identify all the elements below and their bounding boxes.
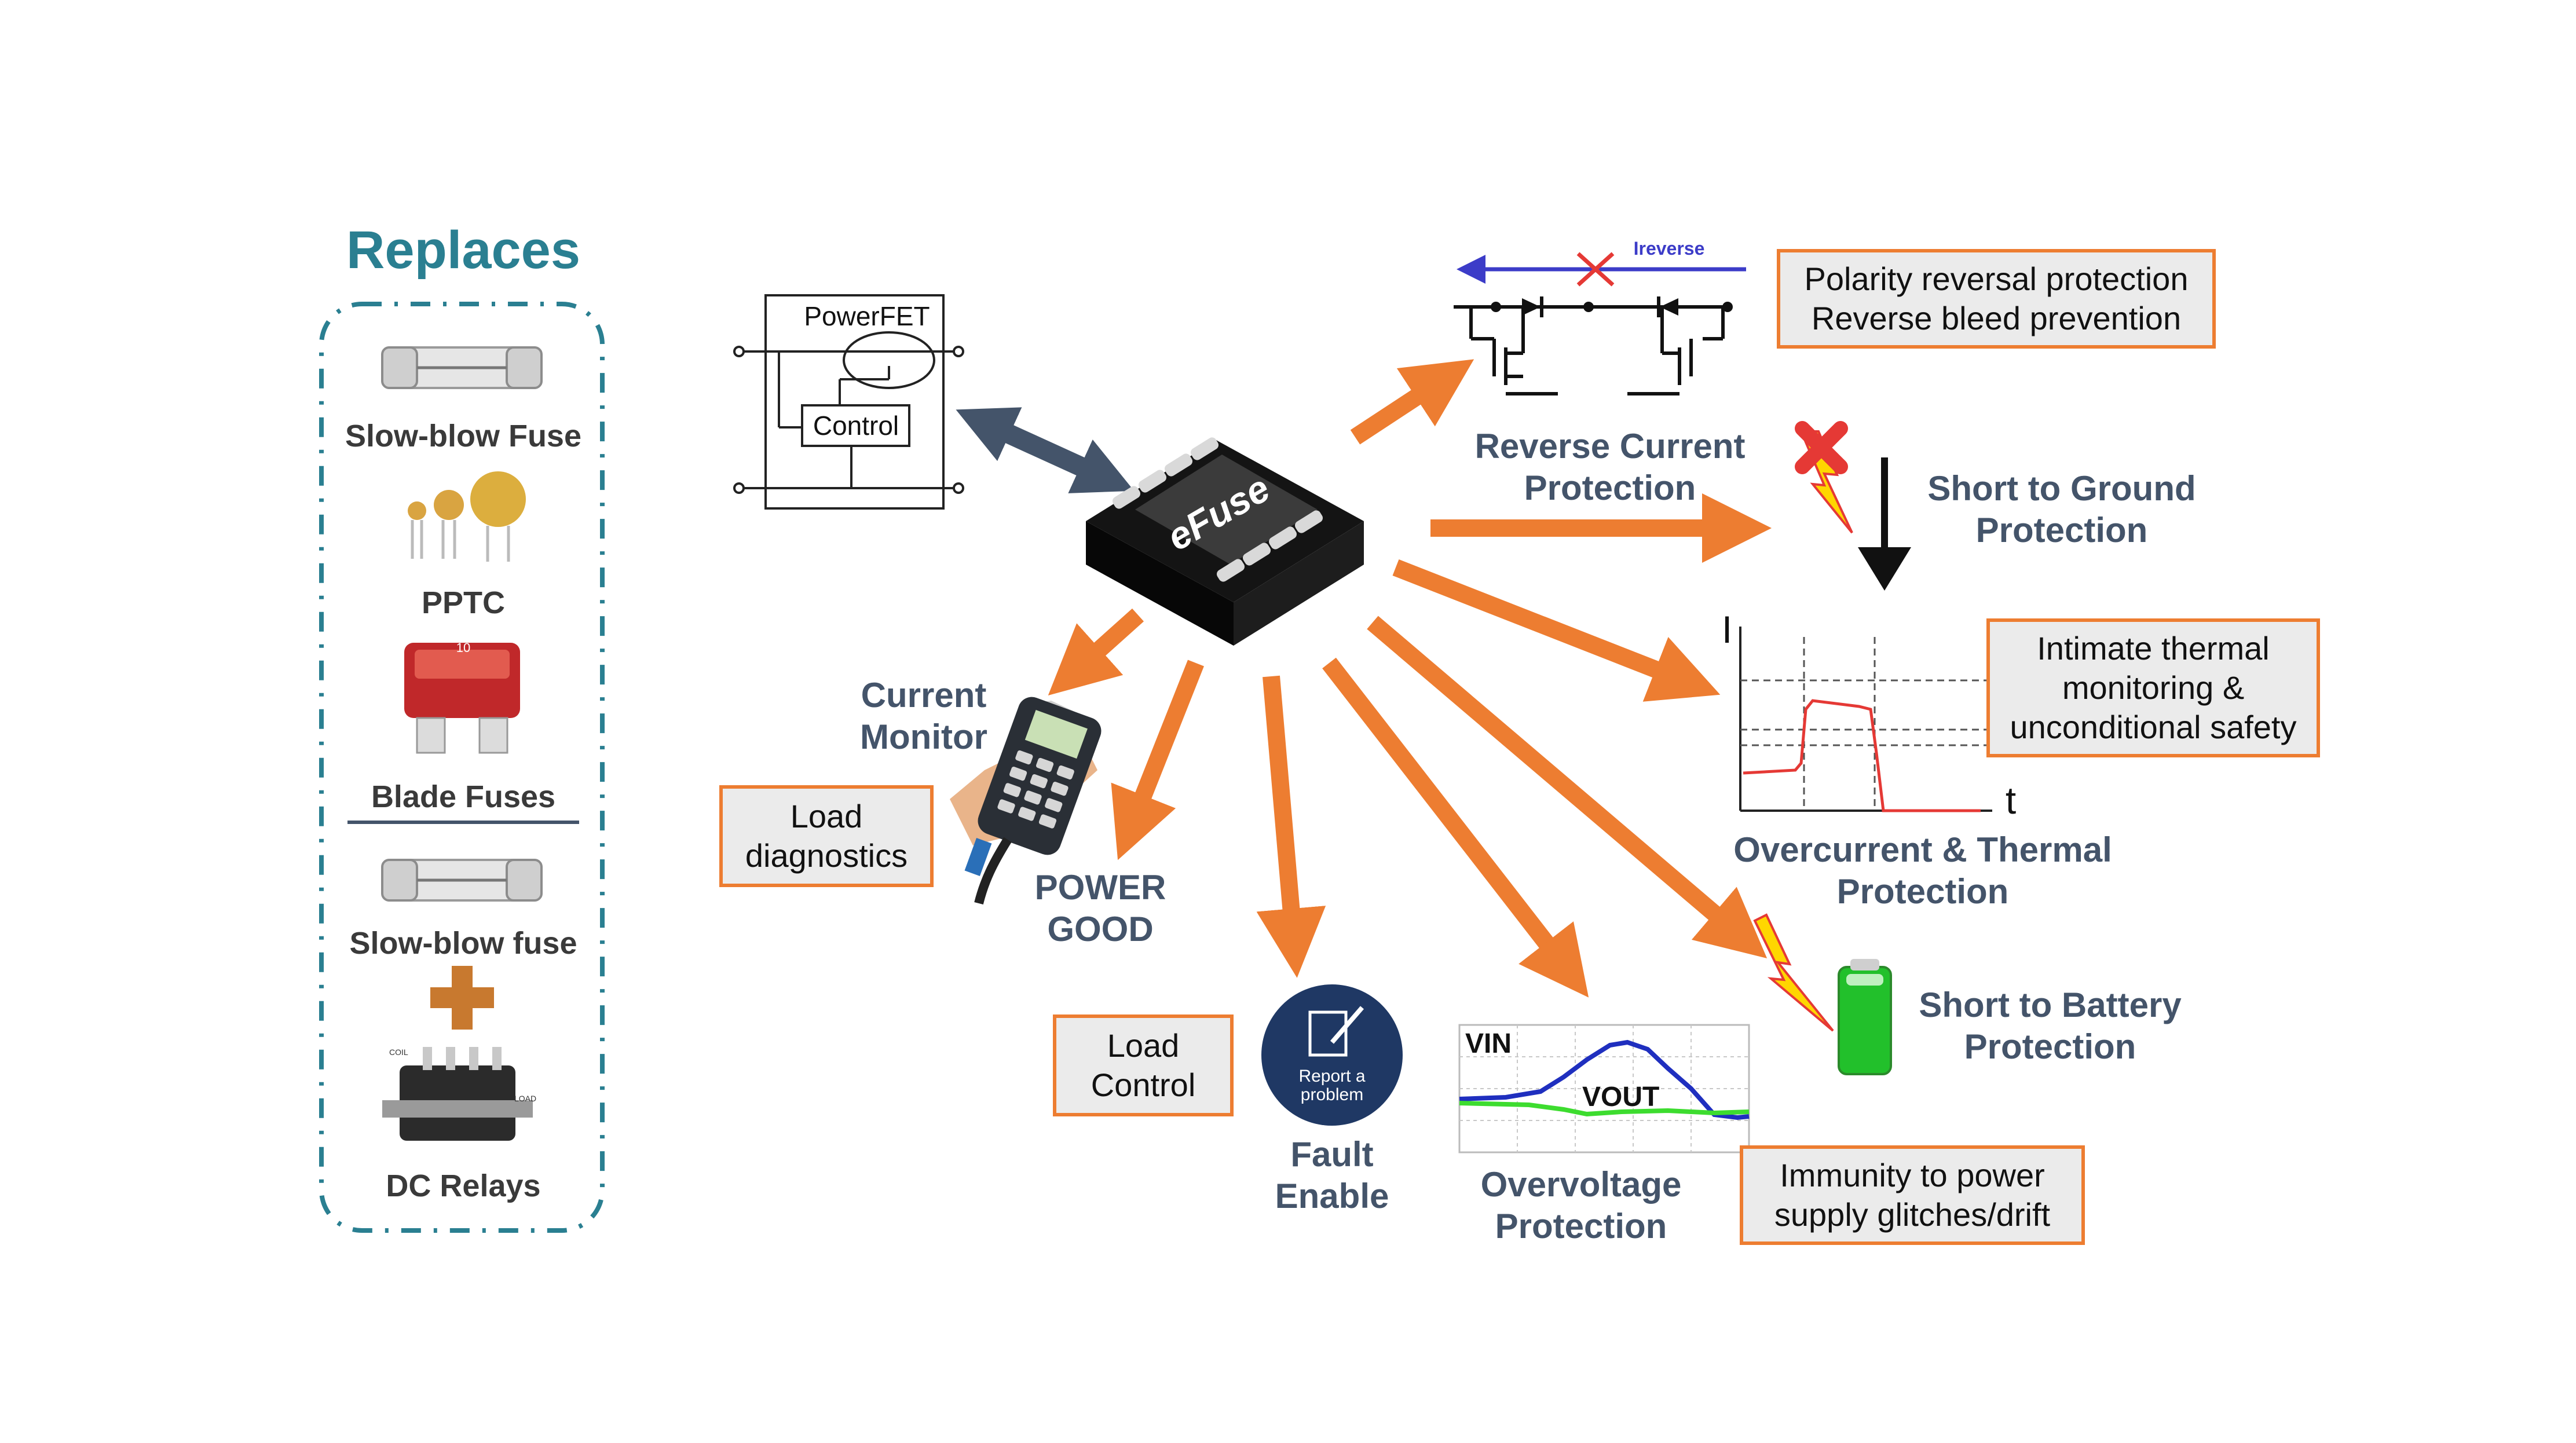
load-diagnostics-box: Load diagnostics [719,785,934,887]
replaces-item-slow-blow-fuse-2: Slow-blow fuse [349,926,577,961]
short-to-battery-line2: Protection [1964,1027,2136,1066]
fault-enable-line1: Fault [1290,1135,1374,1174]
blade-fuse-icon [404,643,520,754]
polarity-box-line1: Polarity reversal protection [1804,261,2189,297]
arrow-to-power-good [1111,660,1204,860]
load-diagnostics-line2: diagnostics [745,837,908,874]
badge-text-line1: Report a [1298,1067,1365,1086]
overcurrent-title-line1: Overcurrent & Thermal [1733,830,2112,869]
ireverse-label: Ireverse [1634,238,1705,259]
arrow-to-current-monitor [1048,608,1144,696]
badge-text-line2: problem [1301,1085,1363,1104]
power-good-line1: POWER [1034,868,1166,907]
short-to-battery-line1: Short to Battery [1919,986,2182,1024]
time-axis-label: t [2006,779,2016,822]
dc-relay-icon [382,1047,533,1141]
handheld-meter-icon [950,697,1102,904]
slow-blow-fuse-icon [381,346,543,389]
short-to-battery-title: Short to Battery Protection [1905,984,2195,1068]
load-control-line2: Control [1091,1067,1196,1103]
plus-icon [430,966,494,1030]
short-to-battery-icon [1753,913,1892,1075]
arrow-to-reverse [1350,359,1474,445]
overvoltage-title-line1: Overvoltage [1480,1165,1682,1204]
reverse-current-title-line2: Protection [1524,468,1696,507]
relay-coil-label: COIL [389,1048,408,1057]
bidirectional-arrow [956,407,1135,493]
pptc-icon [408,471,526,562]
replaces-item-pptc: PPTC [421,585,506,620]
thermal-box-line1: Intimate thermal [2037,630,2270,666]
reverse-current-schematic [1454,252,1746,395]
short-to-ground-title: Short to Ground Protection [1917,468,2207,551]
load-control-box: Load Control [1053,1015,1234,1116]
overvoltage-waveform [1458,1024,1750,1153]
immunity-box-line1: Immunity to power [1780,1157,2045,1193]
replaces-item-dc-relays: DC Relays [386,1169,541,1203]
report-problem-badge [1261,984,1403,1126]
replaces-panel [319,302,605,1233]
arrow-to-short-battery [1367,616,1768,959]
overcurrent-chart [1739,627,1992,812]
current-monitor-line1: Current [861,676,987,715]
immunity-box: Immunity to power supply glitches/drift [1740,1145,2085,1245]
replaces-item-slow-blow-fuse: Slow-blow Fuse [345,419,581,453]
overvoltage-title-line2: Protection [1495,1207,1667,1246]
current-monitor-title: Current Monitor [808,675,1040,758]
short-to-ground-icon [1795,421,1911,591]
arrow-to-overcurrent [1392,559,1721,702]
polarity-reversal-box: Polarity reversal protection Reverse ble… [1777,249,2216,349]
thermal-box-line2: monitoring & [2062,669,2245,706]
control-label: Control [813,411,899,441]
current-monitor-line2: Monitor [860,717,987,756]
fault-enable-line2: Enable [1275,1177,1389,1215]
blade-fuse-rating: 10 [456,640,470,655]
slow-blow-fuse-2-icon [381,859,543,902]
reverse-current-title-line1: Reverse Current [1474,427,1746,466]
arrow-to-overvoltage [1322,657,1589,998]
power-good-line2: GOOD [1047,910,1154,948]
current-axis-label: I [1722,608,1732,651]
relay-load-label: LOAD [514,1094,536,1103]
short-to-ground-line2: Protection [1975,511,2148,550]
power-good-title: POWER GOOD [985,867,1216,950]
overvoltage-title: Overvoltage Protection [1436,1164,1726,1247]
replaces-title: Replaces [346,221,581,280]
short-to-ground-line1: Short to Ground [1927,469,2196,508]
vout-label: VOUT [1582,1082,1659,1112]
vin-label: VIN [1465,1028,1512,1059]
replaces-item-blade-fuses: Blade Fuses [371,779,556,814]
powerfet-label: PowerFET [804,301,930,331]
overcurrent-title: Overcurrent & Thermal Protection [1714,829,2131,913]
immunity-box-line2: supply glitches/drift [1774,1196,2051,1233]
polarity-box-line2: Reverse bleed prevention [1811,300,2182,336]
overcurrent-title-line2: Protection [1836,872,2009,911]
load-control-line1: Load [1107,1027,1180,1064]
load-diagnostics-line1: Load [790,798,863,834]
thermal-monitoring-box: Intimate thermal monitoring & unconditio… [1986,618,2320,757]
thermal-box-line3: unconditional safety [2010,709,2297,745]
reverse-current-title: Reverse Current Protection [1448,426,1772,509]
efuse-chip [1086,437,1364,646]
arrow-to-fault [1256,675,1326,978]
fault-enable-title: Fault Enable [1222,1134,1442,1217]
